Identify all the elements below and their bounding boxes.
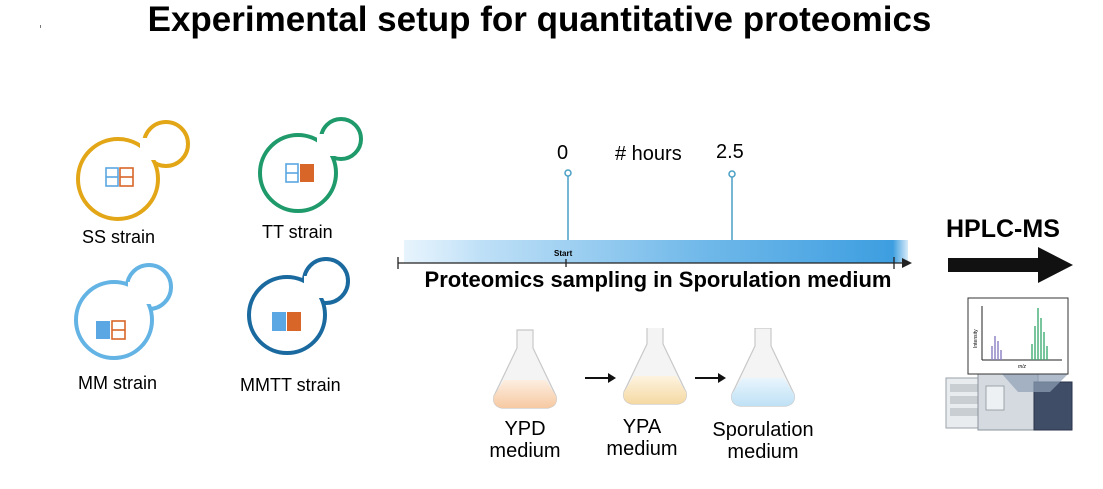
timeline-hours-label: # hours <box>615 143 682 165</box>
arrow-ypd-to-ypa <box>585 373 616 383</box>
instrument-icon <box>945 367 1073 431</box>
arrow-ypa-to-sporulation <box>695 373 726 383</box>
mm-strain-cell-icon <box>74 263 173 360</box>
mass-spectrometer-graphic: Intensity m/z <box>945 297 1073 431</box>
tiny-mark <box>40 25 41 28</box>
ss-strain-label: SS strain <box>82 227 156 247</box>
spectrum-y-label: Intensity <box>973 329 979 348</box>
tt-strain-label: TT strain <box>262 222 333 242</box>
hplc-arrow-icon <box>948 247 1073 283</box>
ypa-medium-label: YPA medium <box>597 416 687 460</box>
spectrum-x-label: m/z <box>1018 364 1027 370</box>
ss-strain-cell-icon <box>76 120 190 221</box>
ypd-flask-icon <box>493 329 557 409</box>
tt-strain-cell-icon <box>258 117 363 213</box>
timeline-graphic: Start <box>397 169 912 269</box>
timeline-start-label: Start <box>554 249 573 258</box>
sporulation-label-line2: medium <box>727 441 799 463</box>
timeline-zero-label: 0 <box>557 142 569 164</box>
ypa-flask-icon <box>623 328 687 405</box>
ypd-medium-label: YPD medium <box>480 418 570 462</box>
timeline-bar <box>404 240 908 263</box>
purple-peaks <box>991 336 1002 360</box>
mmtt-strain-cell-icon <box>247 257 350 355</box>
ypd-label-line1: YPD <box>504 418 546 440</box>
ms-spectrum-icon: Intensity m/z <box>967 297 1069 375</box>
ypa-label-line1: YPA <box>622 416 662 438</box>
sampling-caption: Proteomics sampling in Sporulation mediu… <box>424 267 892 292</box>
sporulation-label-line1: Sporulation <box>712 419 814 441</box>
yeast-cells-graphic <box>74 117 363 360</box>
timeline-end-label: 2.5 <box>716 141 744 163</box>
hplc-ms-label: HPLC-MS <box>946 215 1060 243</box>
diagram-title: Experimental setup for quantitative prot… <box>147 0 932 39</box>
sporulation-medium-label: Sporulation medium <box>701 419 825 463</box>
green-peaks <box>1031 308 1048 360</box>
pin-0-head <box>564 169 572 177</box>
mmtt-strain-label: MMTT strain <box>240 375 341 395</box>
pin-2-5-head <box>728 170 736 178</box>
ypa-label-line2: medium <box>606 438 678 460</box>
timeline-arrowhead <box>902 258 912 268</box>
sporulation-flask-icon <box>731 328 795 407</box>
ypd-label-line2: medium <box>489 440 561 462</box>
flasks-graphic <box>493 328 795 409</box>
mm-strain-label: MM strain <box>78 373 158 393</box>
